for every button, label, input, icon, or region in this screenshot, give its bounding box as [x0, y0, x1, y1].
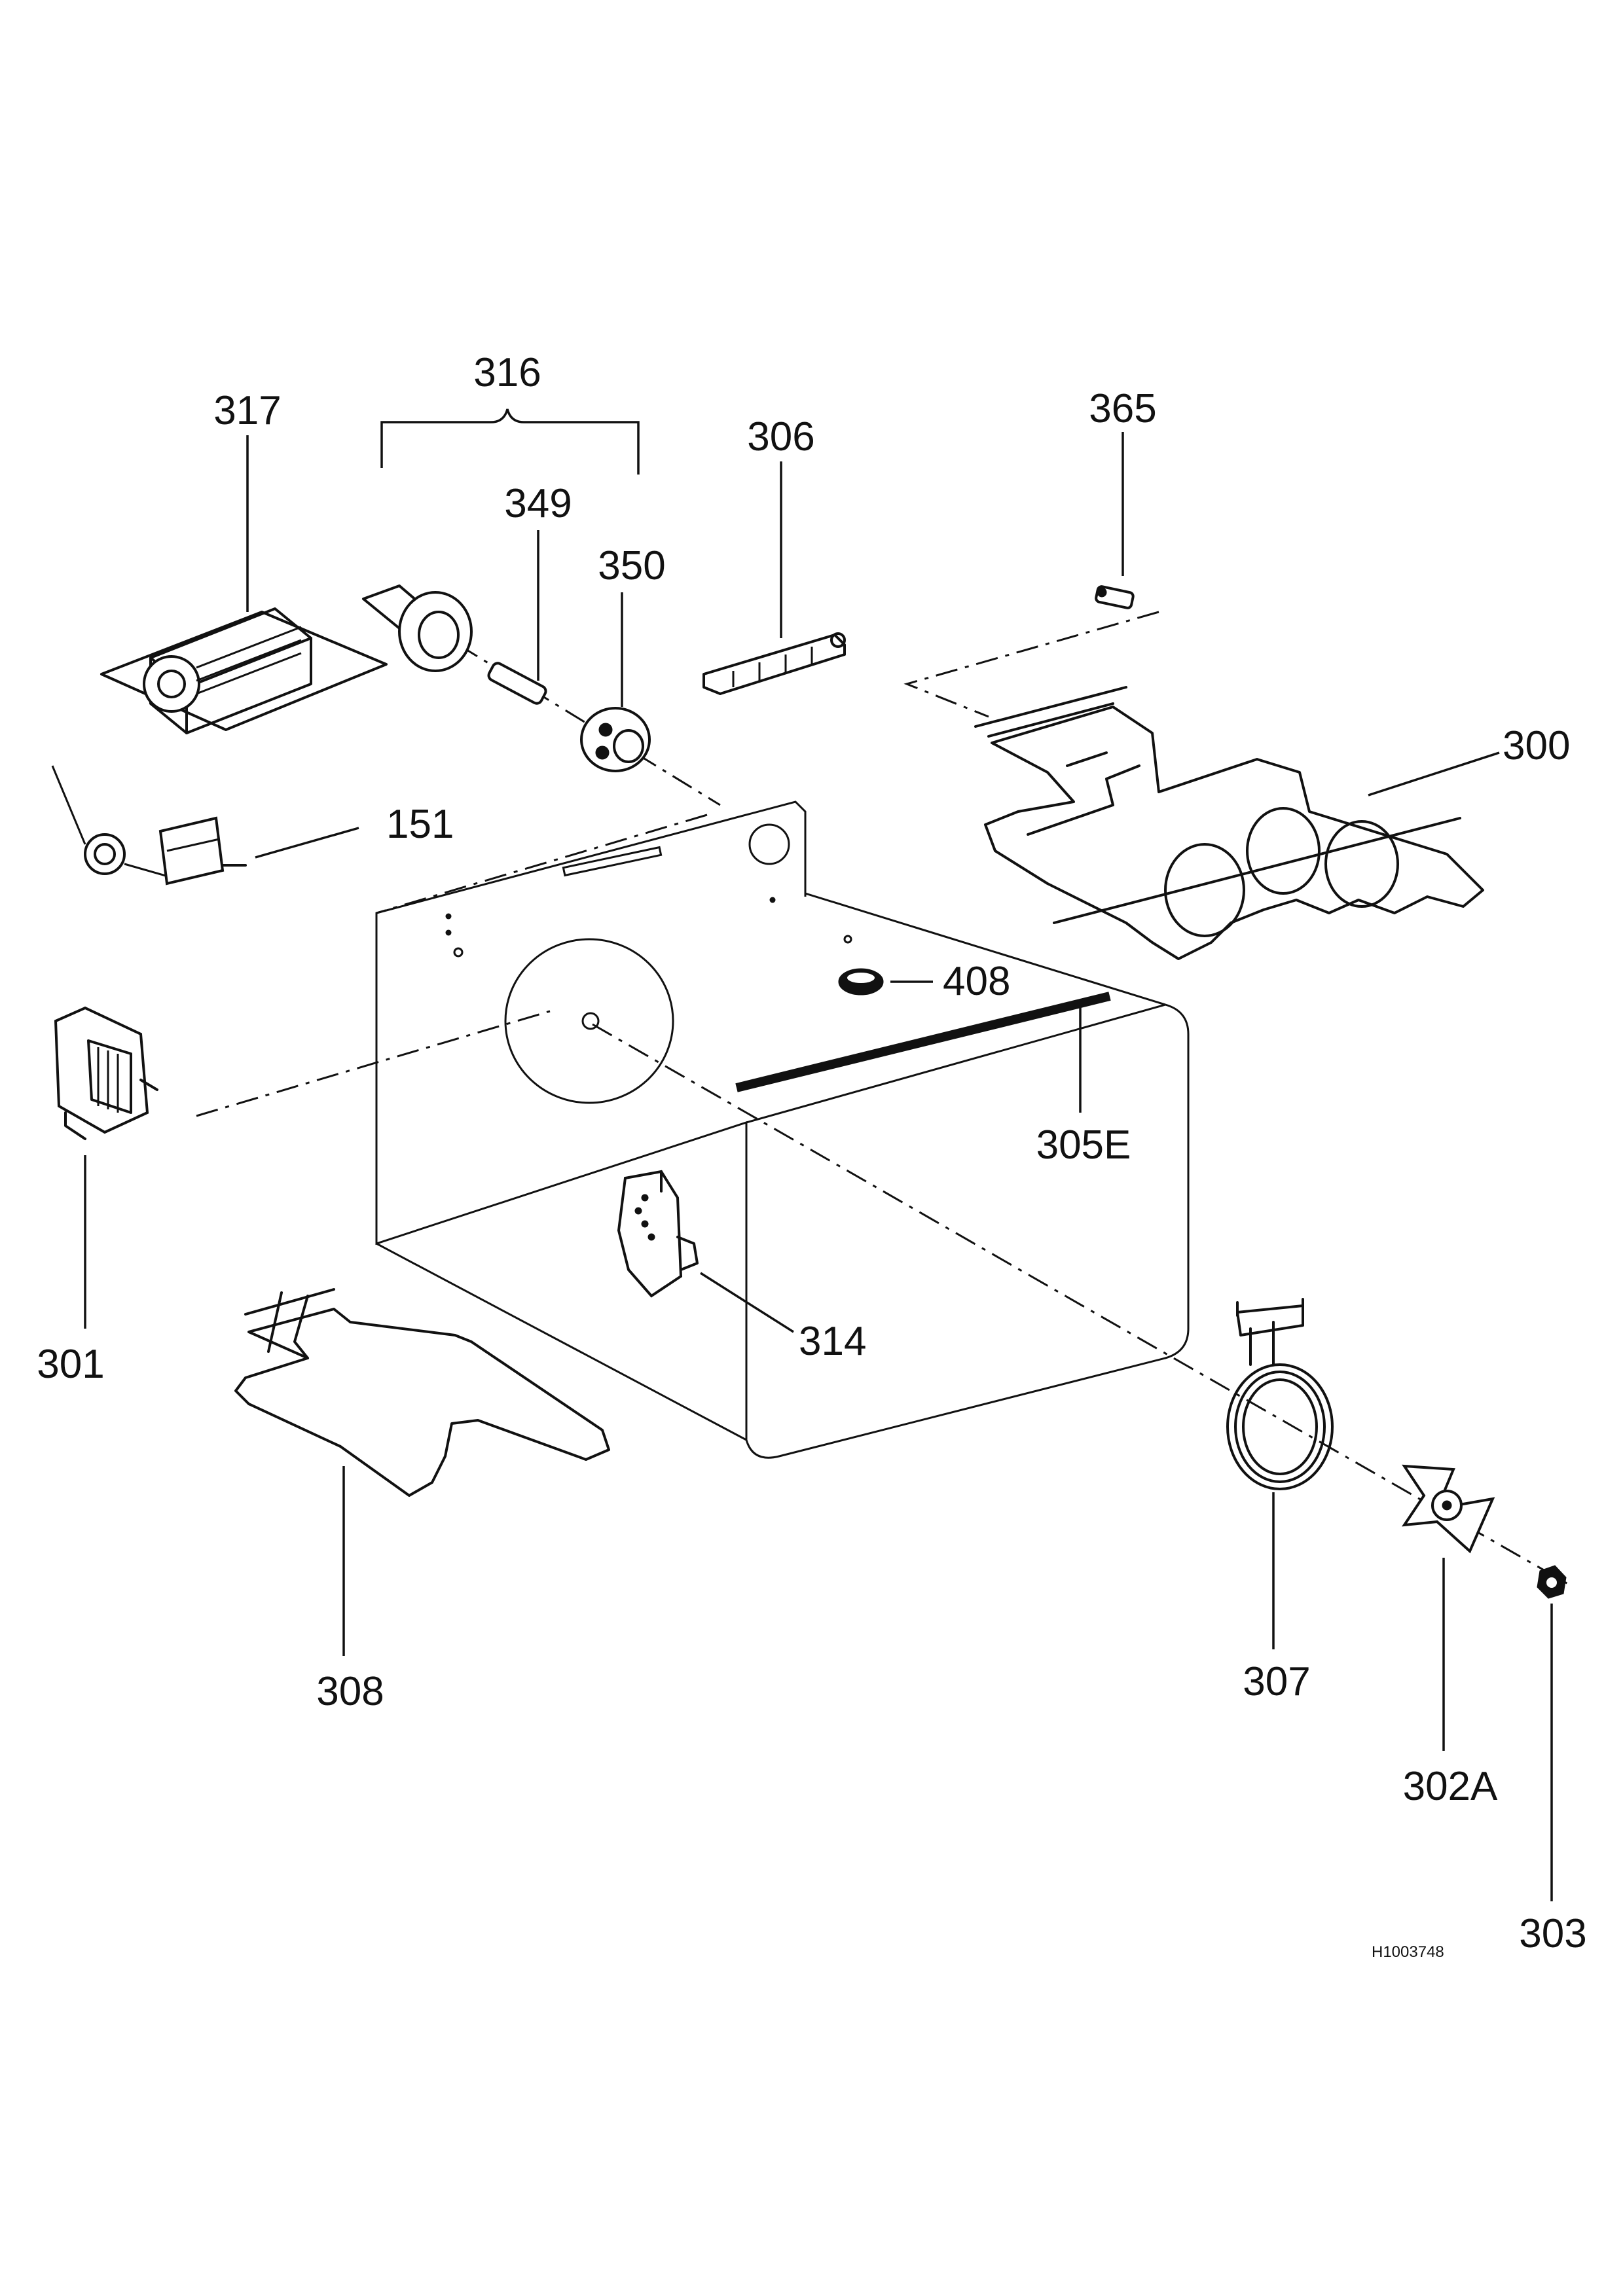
drawing-reference: H1003748 [1372, 1943, 1444, 1961]
label-302a: 302A [1403, 1764, 1498, 1809]
part-408-drawing [838, 968, 884, 996]
label-303: 303 [1519, 1911, 1586, 1956]
part-307-drawing [1226, 1298, 1334, 1490]
part-151-drawing [51, 765, 247, 886]
label-317: 317 [213, 388, 281, 433]
label-305e: 305E [1036, 1122, 1131, 1168]
part-350-drawing [580, 707, 651, 772]
part-303-drawing [1537, 1565, 1567, 1599]
part-305e-drawing [735, 992, 1111, 1092]
part-308-drawing [234, 1288, 610, 1497]
part-349-drawing [487, 662, 547, 705]
label-306: 306 [747, 414, 814, 459]
lamp-socket-drawing [362, 584, 473, 672]
bracket-316 [380, 408, 640, 475]
part-306-drawing [702, 632, 846, 695]
part-300-drawing [974, 686, 1484, 960]
label-301: 301 [37, 1342, 104, 1387]
assembly-lines [196, 611, 1569, 1585]
label-350: 350 [598, 543, 665, 588]
part-365-drawing [1095, 585, 1135, 609]
label-300: 300 [1503, 723, 1570, 768]
leader-300 [1368, 751, 1500, 797]
label-307: 307 [1243, 1659, 1310, 1704]
label-316: 316 [473, 350, 541, 395]
leader-314 [700, 1272, 794, 1333]
oven-cavity [375, 800, 1190, 1459]
label-365: 365 [1089, 386, 1156, 431]
label-408: 408 [943, 959, 1010, 1004]
leader-151 [255, 827, 359, 859]
part-302a-drawing [1401, 1464, 1495, 1554]
label-308: 308 [316, 1669, 384, 1714]
part-314-drawing [617, 1170, 699, 1298]
part-labels: 317 316 349 350 306 365 300 151 408 305E… [37, 350, 1586, 1961]
label-314: 314 [799, 1319, 866, 1364]
part-301-drawing [54, 1006, 158, 1140]
part-317-drawing [100, 607, 388, 734]
label-151: 151 [386, 802, 454, 847]
label-349: 349 [504, 481, 572, 526]
